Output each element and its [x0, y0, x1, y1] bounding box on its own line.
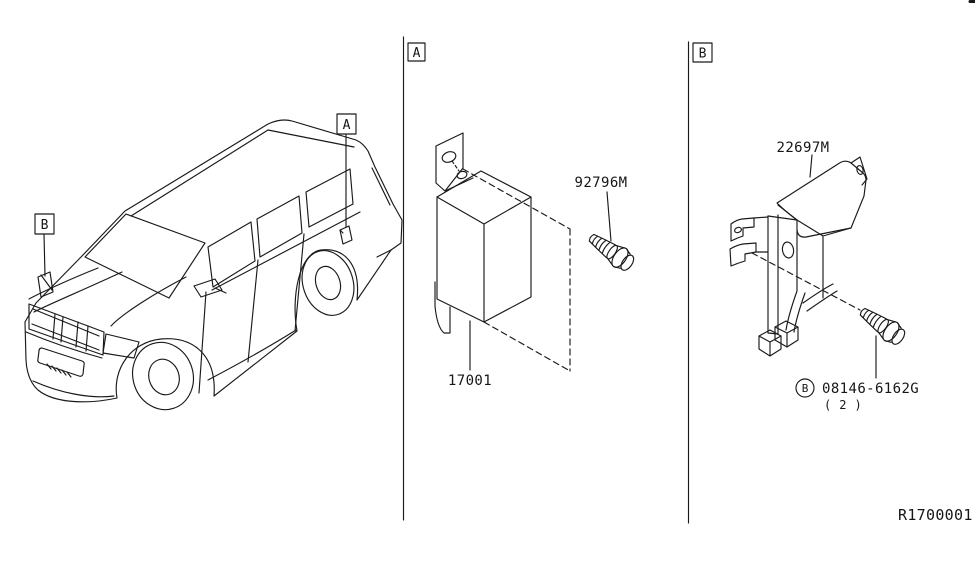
rear-wheel [301, 250, 355, 316]
bolt-prefix-label: B [802, 382, 809, 395]
bolt-qty-label: ( 2 ) [824, 398, 862, 412]
bolt-projection-dashed [751, 252, 861, 311]
part-number-module-b: 22697M [777, 140, 830, 156]
section-b-label-box [692, 42, 713, 63]
vehicle-callout-a-box [336, 113, 357, 135]
license-recess [37, 347, 85, 377]
section-a-drawing [407, 42, 639, 372]
part-number-bolt-b: 08146-6162G [822, 381, 919, 397]
rear-door-window [256, 195, 303, 258]
vehicle-callout-a-label: A [343, 118, 351, 133]
part-location-b [37, 271, 54, 298]
side-mirror [193, 278, 227, 298]
part-number-module-a: 17001 [448, 373, 492, 389]
bracket-drawing-b [729, 214, 798, 335]
diagram-labels: A B A B 92796M 17001 22697M B 08146-6162… [41, 46, 973, 524]
section-b-label: B [699, 47, 707, 62]
section-a-label-box [407, 42, 426, 62]
vehicle-callout-b-box [34, 213, 55, 235]
fuel-pump-module-drawing [436, 170, 532, 323]
figure-ref-code: R1700001 [898, 506, 973, 524]
bracket-drawing-a [434, 132, 474, 334]
mount-projection-dashed [462, 168, 571, 372]
bolt-prefix-circle [795, 378, 815, 398]
grille [28, 303, 105, 356]
bolt-drawing-b [854, 301, 910, 350]
headlight [102, 333, 140, 359]
part-number-bolt-a: 92796M [575, 175, 628, 191]
control-module-drawing [776, 156, 868, 299]
vehicle-drawing [24, 113, 403, 411]
leader-22697M [809, 154, 813, 178]
front-wheel [132, 341, 194, 411]
leader-92796M [606, 191, 612, 242]
section-b-drawing [692, 42, 910, 398]
front-door-window [207, 221, 256, 288]
vehicle-body-outline [24, 119, 403, 403]
callout-b-leader [43, 233, 46, 277]
section-a-label: A [413, 46, 421, 61]
part-location-a [339, 225, 353, 245]
quarter-window [305, 168, 354, 228]
vehicle-callout-b-label: B [41, 218, 49, 233]
harness-connectors-drawing [758, 283, 838, 357]
windshield [84, 213, 206, 299]
